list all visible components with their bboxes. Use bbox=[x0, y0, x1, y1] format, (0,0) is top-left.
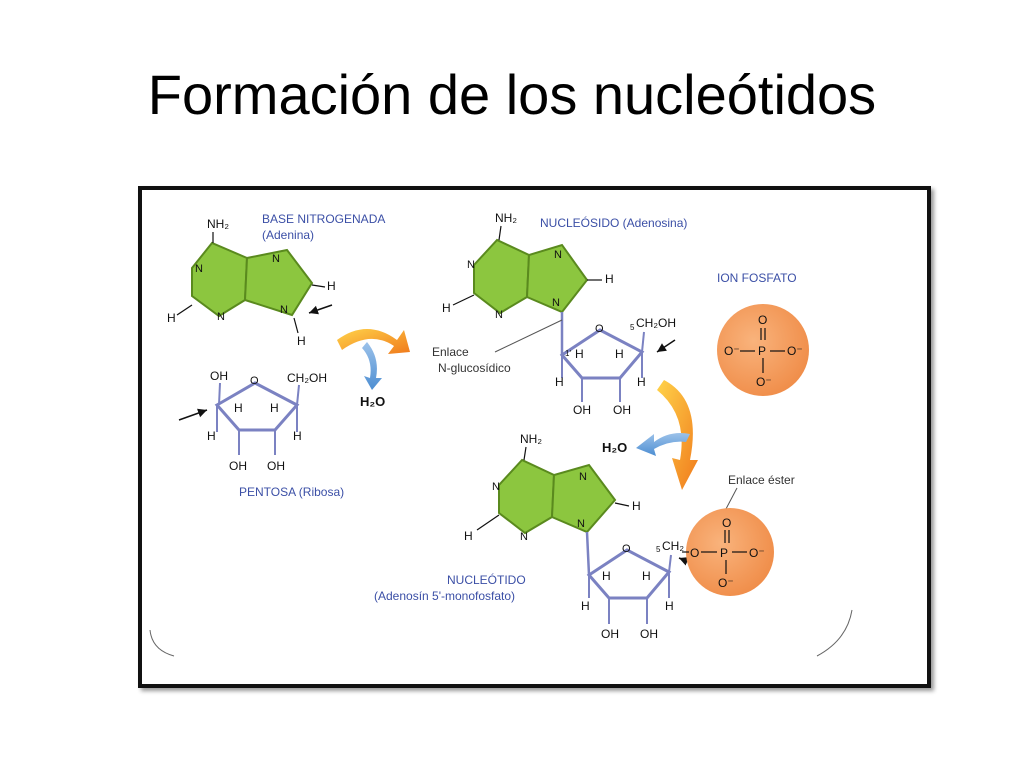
atom-p: P bbox=[720, 546, 728, 560]
atom-n: N bbox=[520, 531, 528, 543]
atom-h: H bbox=[581, 599, 590, 613]
label-nucleotide-name: (Adenosín 5'-monofosfato) bbox=[374, 589, 515, 603]
label-ion: ION FOSFATO bbox=[717, 271, 797, 285]
purine-six-ring bbox=[473, 238, 531, 315]
purine-six-ring bbox=[191, 241, 249, 318]
atom-h: H bbox=[464, 529, 473, 543]
atom-nh2: NH₂ bbox=[495, 211, 517, 225]
atom-n: N bbox=[554, 249, 562, 261]
water-molecule: H₂O bbox=[360, 394, 385, 409]
atom-o-minus: O⁻ bbox=[787, 344, 803, 358]
atom-o: O bbox=[758, 313, 767, 327]
atom-h: H bbox=[270, 401, 279, 415]
bound-phosphate: O P O O⁻ O⁻ bbox=[682, 508, 774, 596]
atom-five: 5 bbox=[630, 323, 635, 332]
atom-h: H bbox=[632, 499, 641, 513]
ribose-structure: O OH CH₂OH H H H H OH OH bbox=[178, 369, 327, 473]
atom-h: H bbox=[605, 272, 614, 286]
water-release-arrow-2 bbox=[636, 433, 690, 456]
label-base: BASE NITROGENADA bbox=[262, 212, 385, 226]
atom-oh: OH bbox=[613, 403, 631, 417]
atom-n: N bbox=[195, 263, 203, 275]
diagram-frame: NH₂ N N N N H H H BASE NITROGENADA (Aden… bbox=[138, 186, 931, 688]
atom-h: H bbox=[615, 347, 624, 361]
nucleotide-diagram: NH₂ N N N N H H H BASE NITROGENADA (Aden… bbox=[149, 211, 853, 657]
atom-ch2oh: CH₂OH bbox=[287, 371, 327, 385]
atom-oh: OH bbox=[229, 459, 247, 473]
atom-o: O bbox=[595, 323, 604, 335]
label-nucleoside: NUCLEÓSIDO (Adenosina) bbox=[540, 215, 687, 230]
atom-five: 5 bbox=[656, 545, 661, 554]
atom-n: N bbox=[492, 481, 500, 493]
slide-title: Formación de los nucleótidos bbox=[147, 63, 877, 126]
label-base-name: (Adenina) bbox=[262, 228, 314, 242]
atom-n: N bbox=[579, 471, 587, 483]
atom-n: N bbox=[280, 304, 288, 316]
atom-h: H bbox=[234, 401, 243, 415]
atom-n: N bbox=[467, 259, 475, 271]
decorative-arc-left bbox=[149, 629, 175, 657]
atom-carbon-one: 1' bbox=[565, 349, 571, 358]
label-ester-bond: Enlace éster bbox=[728, 473, 795, 487]
atom-o-minus: O⁻ bbox=[756, 375, 772, 389]
atom-oh: OH bbox=[210, 369, 228, 383]
atom-o: O bbox=[250, 375, 259, 387]
adenine-structure: NH₂ N N N N H H H bbox=[167, 217, 336, 348]
label-glyco-bond-2: N-glucosídico bbox=[438, 361, 511, 375]
atom-o: O bbox=[622, 543, 631, 555]
atom-o: O bbox=[690, 546, 699, 560]
atom-n: N bbox=[272, 253, 280, 265]
phosphate-ion: O P O⁻ O⁻ O⁻ bbox=[717, 304, 809, 396]
label-nucleotide: NUCLEÓTIDO bbox=[447, 572, 526, 587]
purine-five-ring bbox=[550, 463, 617, 534]
atom-oh: OH bbox=[267, 459, 285, 473]
atom-o: O bbox=[722, 516, 731, 530]
atom-o-minus: O⁻ bbox=[724, 344, 740, 358]
atom-oh: OH bbox=[640, 627, 658, 641]
atom-h: H bbox=[637, 375, 646, 389]
decorative-arc-right bbox=[816, 609, 853, 657]
atom-nh2: NH₂ bbox=[207, 217, 229, 231]
atom-n: N bbox=[577, 518, 585, 530]
atom-n: N bbox=[495, 309, 503, 321]
atom-n: N bbox=[552, 297, 560, 309]
atom-n: N bbox=[217, 311, 225, 323]
atom-o-minus: O⁻ bbox=[718, 576, 734, 590]
reaction-arrow-2 bbox=[657, 380, 698, 490]
atom-ch2: CH₂ bbox=[662, 539, 684, 553]
ribose-ring bbox=[214, 381, 300, 432]
atom-h: H bbox=[555, 375, 564, 389]
purine-five-ring bbox=[525, 243, 589, 314]
water-molecule: H₂O bbox=[602, 440, 627, 455]
ribose-ring bbox=[559, 328, 645, 380]
ribose-ring bbox=[586, 548, 672, 600]
water-release-arrow-1 bbox=[362, 342, 382, 390]
atom-h: H bbox=[575, 347, 584, 361]
label-glyco-bond-1: Enlace bbox=[432, 345, 469, 359]
atom-h: H bbox=[207, 429, 216, 443]
label-pentose: PENTOSA (Ribosa) bbox=[239, 485, 344, 499]
atom-oh: OH bbox=[601, 627, 619, 641]
atom-oh: OH bbox=[573, 403, 591, 417]
atom-h: H bbox=[167, 311, 176, 325]
atom-h: H bbox=[327, 279, 336, 293]
atom-h: H bbox=[297, 334, 306, 348]
atom-h: H bbox=[642, 569, 651, 583]
purine-six-ring bbox=[498, 458, 556, 535]
atom-h: H bbox=[665, 599, 674, 613]
reaction-arrow-1 bbox=[337, 329, 410, 354]
atom-h: H bbox=[602, 569, 611, 583]
purine-five-ring bbox=[243, 248, 314, 317]
atom-nh2: NH₂ bbox=[520, 432, 542, 446]
atom-h: H bbox=[293, 429, 302, 443]
atom-h: H bbox=[442, 301, 451, 315]
nucleoside-structure: NH₂ N N N N H H O 5 CH₂OH 1' H H H H OH bbox=[442, 211, 676, 417]
atom-o-minus: O⁻ bbox=[749, 546, 765, 560]
nucleotide-structure: NH₂ N N N N H H O 5 CH₂ H H H H OH OH bbox=[464, 432, 738, 641]
atom-ch2oh: CH₂OH bbox=[636, 316, 676, 330]
atom-p: P bbox=[758, 344, 766, 358]
